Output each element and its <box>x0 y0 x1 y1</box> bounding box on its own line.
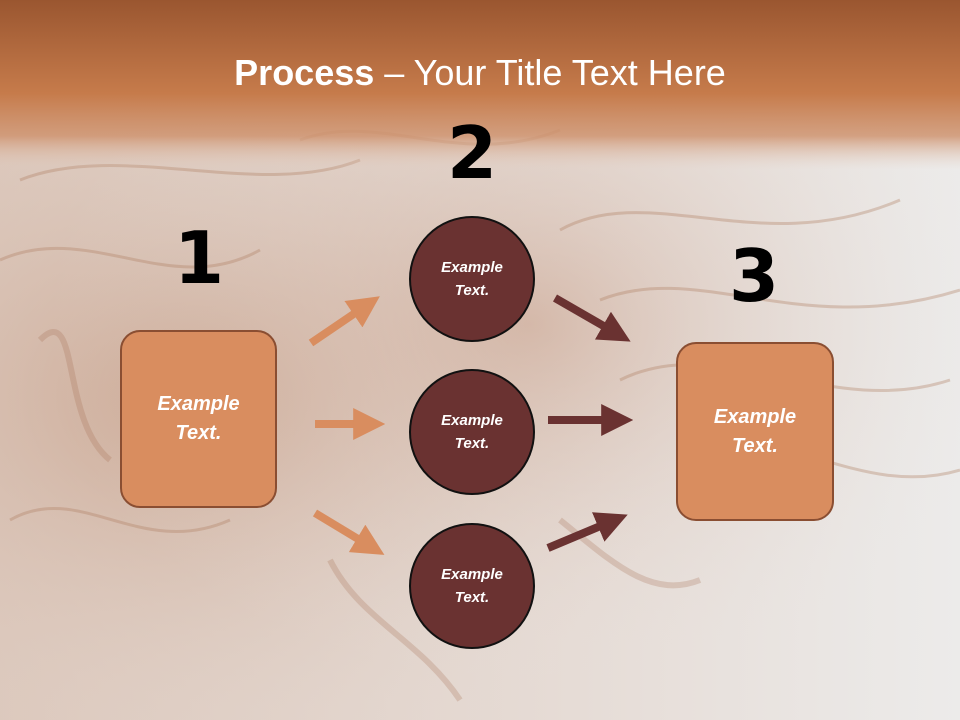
step-number-1: 1 <box>173 216 225 300</box>
circle-top: Example Text. <box>409 216 535 342</box>
circle-middle: Example Text. <box>409 369 535 495</box>
title-rest-part: – Your Title Text Here <box>374 52 726 93</box>
circle-bottom-text: Example Text. <box>441 566 503 606</box>
arrow-box1-to-circle-top <box>308 296 380 347</box>
arrow-circle-bottom-to-box3 <box>546 512 628 552</box>
circle-bottom: Example Text. <box>409 523 535 649</box>
circle-middle-text: Example Text. <box>441 412 503 452</box>
step-box-right: Example Text. <box>676 342 834 521</box>
step-number-3: 3 <box>728 234 780 318</box>
title-bold-part: Process <box>234 52 375 93</box>
step-number-2: 2 <box>446 111 498 195</box>
arrow-box1-to-circle-bottom <box>312 509 385 555</box>
step-box-left: Example Text. <box>120 330 277 508</box>
arrow-circle-top-to-box3 <box>553 294 631 342</box>
step-box-left-text: Example Text. <box>157 393 240 444</box>
step-box-right-text: Example Text. <box>713 405 797 457</box>
circle-top-text: Example Text. <box>441 259 503 299</box>
slide-title: Process – Your Title Text Here <box>0 52 960 94</box>
